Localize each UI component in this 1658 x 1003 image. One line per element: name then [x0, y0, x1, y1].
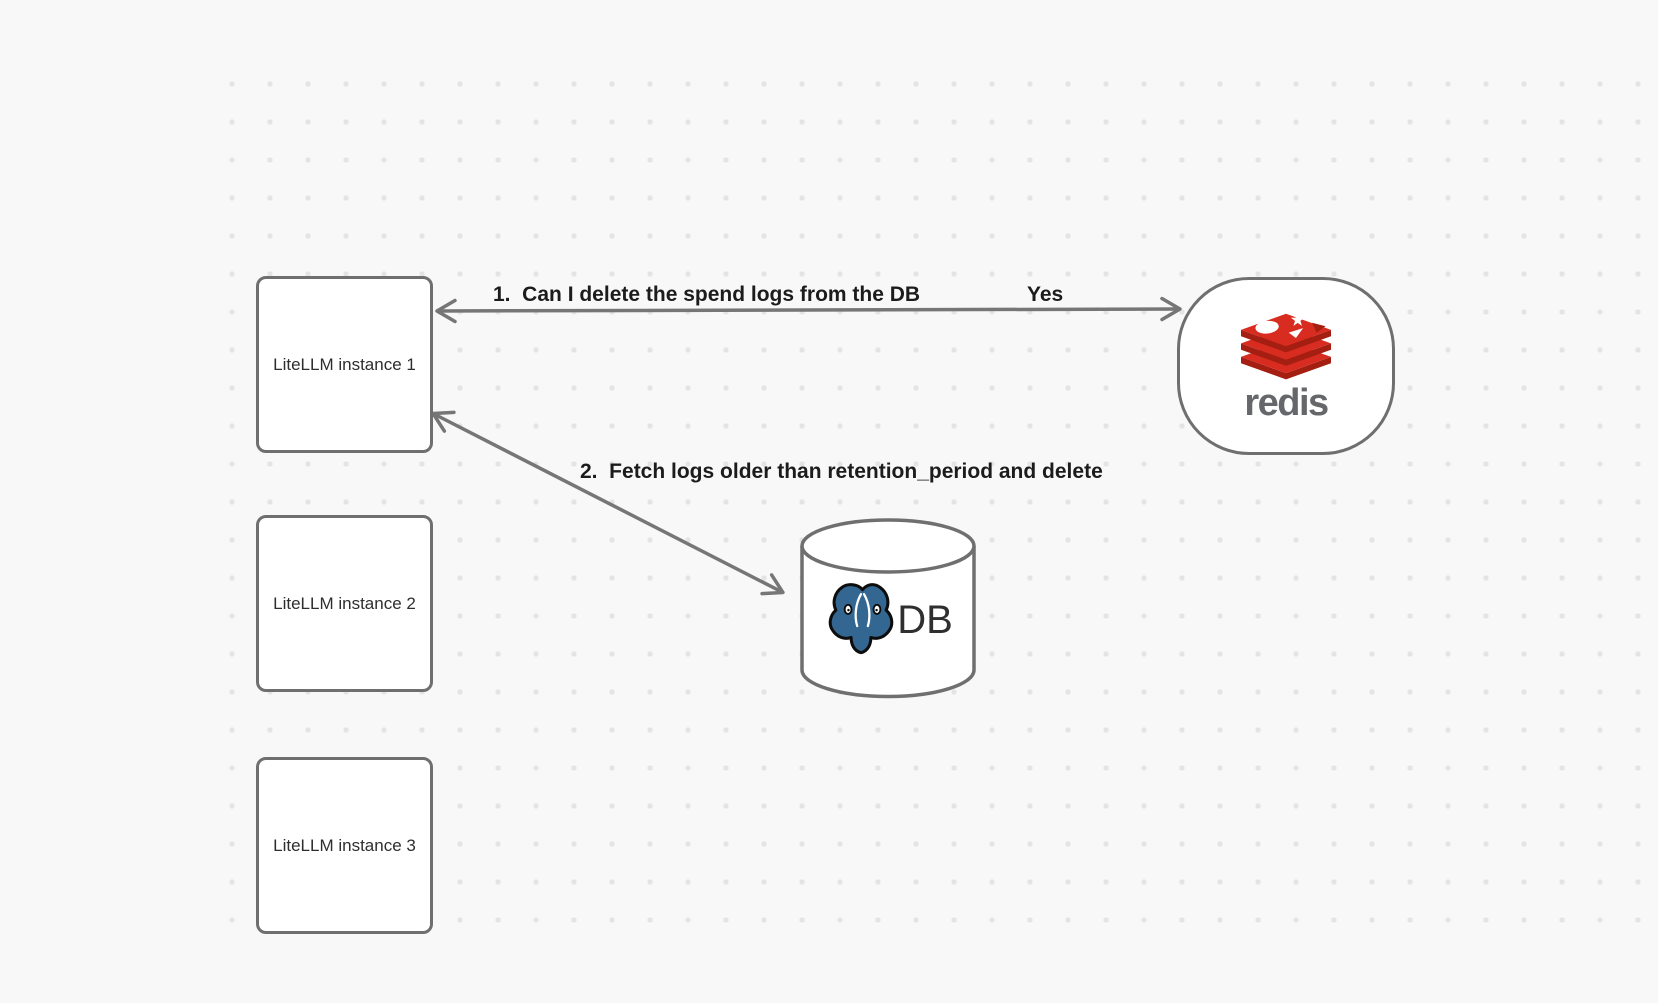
node-label: LiteLLM instance 1 — [273, 354, 416, 374]
node-litellm-instance-1[interactable]: LiteLLM instance 1 — [256, 276, 433, 453]
node-label: LiteLLM instance 3 — [273, 835, 416, 855]
node-redis[interactable]: redis — [1177, 277, 1395, 455]
database-label: DB — [897, 598, 953, 642]
postgresql-elephant-logo-icon — [828, 583, 894, 655]
arrow-2-label[interactable]: 2. Fetch logs older than retention_perio… — [580, 460, 1103, 483]
node-label: LiteLLM instance 2 — [273, 593, 416, 613]
node-litellm-instance-3[interactable]: LiteLLM instance 3 — [256, 757, 433, 934]
database-content: DB — [805, 578, 971, 662]
redis-stack-logo-icon — [1241, 312, 1331, 379]
arrow-2-line[interactable] — [431, 410, 785, 596]
redis-wordmark: redis — [1244, 381, 1329, 424]
node-litellm-instance-2[interactable]: LiteLLM instance 2 — [256, 515, 433, 692]
arrow-1-line[interactable] — [435, 296, 1182, 324]
arrow-1-label[interactable]: 1. Can I delete the spend logs from the … — [493, 283, 921, 306]
node-database[interactable]: DB — [799, 516, 977, 700]
arrow-1-response-label[interactable]: Yes — [1027, 283, 1064, 306]
